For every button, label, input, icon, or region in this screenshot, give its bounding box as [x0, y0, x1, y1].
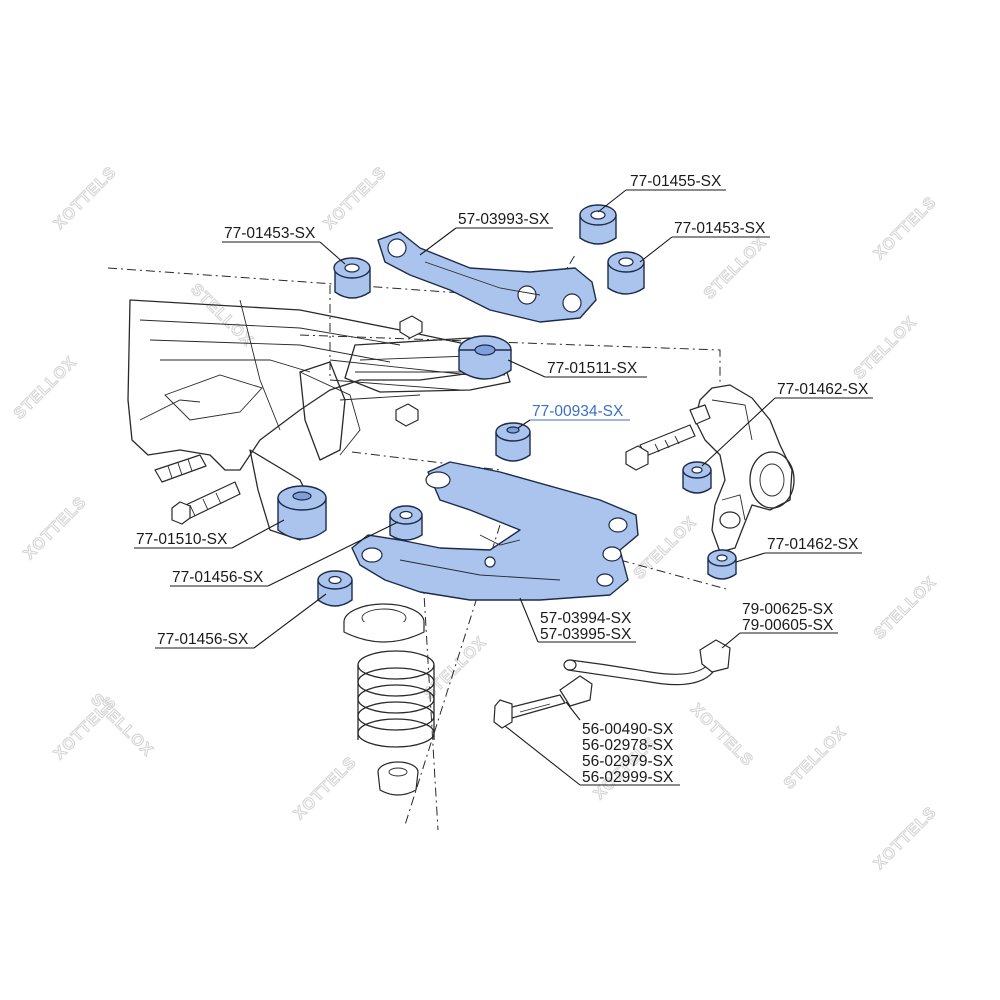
stabilizer-link — [563, 639, 731, 686]
bushing-highlighted — [495, 422, 531, 462]
watermark-text: XOTTELS — [51, 164, 120, 233]
watermark-text: STELLOX — [11, 354, 80, 423]
watermark-text: XOTTELS — [51, 694, 120, 763]
spring-upper-seat — [343, 603, 425, 643]
bushing-upper-right — [607, 251, 645, 295]
label-77-01456-2: 77-01456-SX — [157, 631, 249, 648]
watermark-text: STELLOX — [871, 574, 940, 643]
subframe-bushing — [277, 485, 327, 540]
watermark-text: XOTTELS — [871, 804, 940, 873]
label-77-01511: 77-01511-SX — [547, 360, 638, 377]
label-77-01456-1: 77-01456-SX — [172, 569, 264, 586]
label-57-03995: 57-03995-SX — [540, 626, 632, 643]
watermark-text: XOTTELS — [291, 754, 360, 823]
label-57-03993: 57-03993-SX — [458, 211, 550, 228]
watermark-text: STELLOX — [851, 314, 920, 383]
watermark-text: XOTTELS — [871, 194, 940, 263]
watermark-text: STELLOX — [187, 281, 256, 350]
spring-lower-seat — [377, 761, 419, 796]
bushing-lower-2 — [317, 570, 353, 607]
end-link — [493, 675, 593, 729]
watermark-text: STELLOX — [631, 514, 700, 583]
bushing-top — [579, 204, 617, 245]
label-57-03994: 57-03994-SX — [540, 610, 632, 627]
label-77-01462-lower: 77-01462-SX — [767, 536, 859, 553]
callouts: 77-01455-SX 57-03993-SX 77-01453-SX 77-0… — [134, 173, 873, 786]
watermark-text: STELLOX — [421, 634, 490, 703]
bushing-upper-left — [333, 257, 371, 299]
watermark-text: XOTTELS — [687, 701, 756, 770]
label-77-01462-upper: 77-01462-SX — [777, 381, 869, 398]
knuckle-bushing-upper — [682, 461, 712, 494]
label-77-01455: 77-01455-SX — [630, 173, 722, 190]
label-77-00934: 77-00934-SX — [532, 403, 624, 420]
watermark-text: STELLOX — [781, 724, 850, 793]
subframe-mount — [344, 335, 512, 393]
upper-control-arm — [377, 231, 597, 323]
bolts — [154, 315, 423, 525]
label-77-01510: 77-01510-SX — [136, 531, 228, 548]
label-77-01453-left: 77-01453-SX — [224, 225, 316, 242]
lower-arm-bushings — [317, 505, 423, 607]
knuckle-bushings — [682, 461, 737, 580]
upper-arm-bushings — [333, 204, 645, 299]
label-56-02979: 56-02979-SX — [582, 753, 674, 770]
label-56-00490: 56-00490-SX — [582, 721, 674, 738]
lower-control-arm — [351, 461, 639, 601]
label-79-00625: 79-00625-SX — [742, 601, 834, 618]
watermark-text: XOTTELS — [21, 494, 90, 563]
label-56-02999: 56-02999-SX — [582, 769, 674, 786]
coil-spring — [357, 650, 435, 748]
wheel-knuckle — [625, 384, 795, 553]
bushing-lower-1 — [389, 505, 423, 541]
label-79-00605: 79-00605-SX — [742, 617, 834, 634]
watermark-text: XOTTELS — [321, 164, 390, 233]
rear-subframe — [127, 299, 481, 541]
knuckle-bushing-lower — [707, 549, 737, 580]
label-56-02978: 56-02978-SX — [582, 737, 674, 754]
coil-spring-assembly — [343, 603, 435, 796]
label-77-01453-right: 77-01453-SX — [674, 220, 766, 237]
watermark-text: STELLOX — [701, 234, 770, 303]
